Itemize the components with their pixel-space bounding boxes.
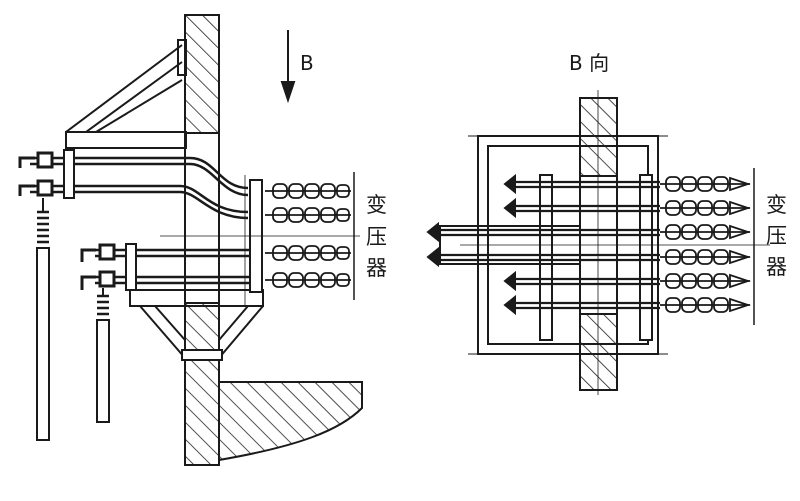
wall-column xyxy=(184,14,220,466)
right-view xyxy=(426,90,770,395)
upper-bracket xyxy=(65,39,187,149)
wall-column-right xyxy=(579,97,618,391)
upper-busbars xyxy=(30,156,249,220)
centre-lines-right xyxy=(460,90,770,395)
bushings-right xyxy=(660,176,751,313)
bushings-left xyxy=(265,183,351,288)
view-title: B 向 xyxy=(569,51,609,75)
lower-busbars xyxy=(95,248,255,285)
vertical-supports xyxy=(539,174,653,341)
transformer-label-right-2: 压 xyxy=(766,224,787,248)
terminal-hooks-upper xyxy=(18,151,54,197)
terminal-heads-right xyxy=(426,173,516,316)
clamp-posts xyxy=(63,149,263,293)
transformer-label-left-1: 变 xyxy=(366,193,387,217)
busbars-right xyxy=(440,180,660,310)
hanging-rods xyxy=(36,198,110,441)
direction-label: B xyxy=(300,51,314,75)
terminal-hooks-lower xyxy=(80,243,116,290)
floor-slab xyxy=(218,381,363,462)
direction-arrow xyxy=(280,30,296,104)
transformer-label-right-3: 器 xyxy=(766,255,787,279)
transformer-label-right-1: 变 xyxy=(766,193,787,217)
centre-lines-left xyxy=(160,175,360,305)
lower-bracket xyxy=(129,289,264,361)
transformer-label-left-3: 器 xyxy=(366,256,387,280)
left-view xyxy=(18,14,363,466)
transformer-label-left-2: 压 xyxy=(366,225,387,249)
